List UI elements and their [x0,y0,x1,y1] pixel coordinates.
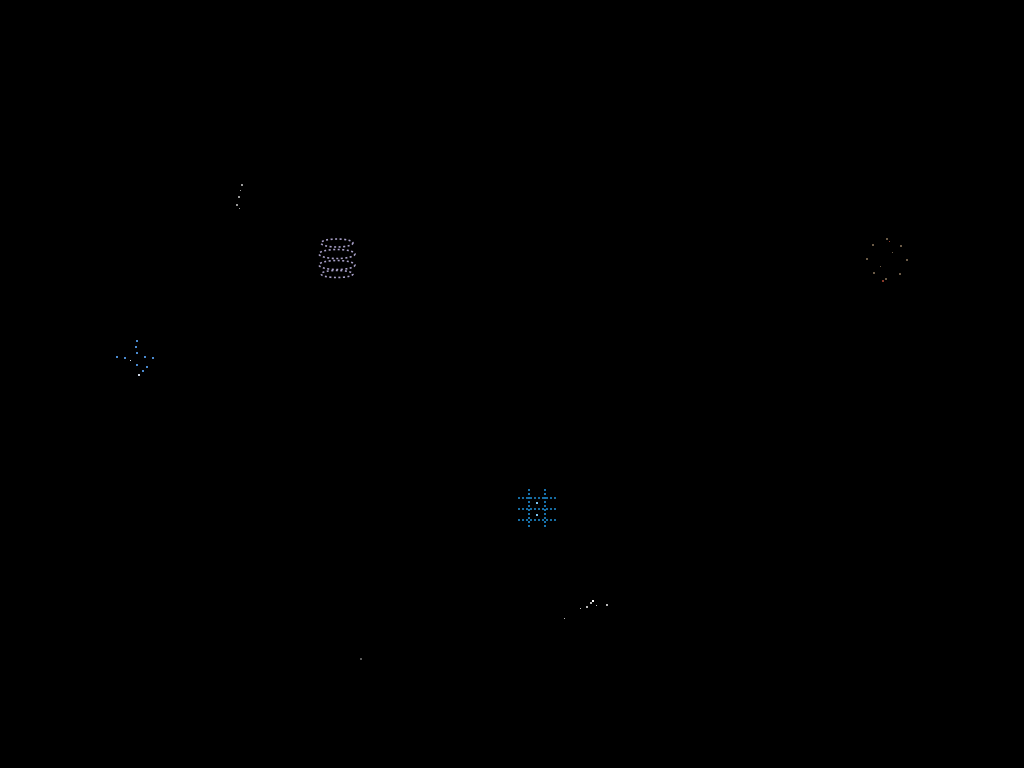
faint-sparkle-icon [232,182,248,212]
dotted-grid-icon[interactable] [514,486,560,532]
dim-star-burst-icon[interactable] [862,236,912,284]
dotted-cross-icon[interactable] [112,338,160,380]
stacked-rings-icon[interactable] [314,236,360,280]
tiny-dot-icon [356,654,366,664]
drifting-particles-icon [560,596,616,624]
